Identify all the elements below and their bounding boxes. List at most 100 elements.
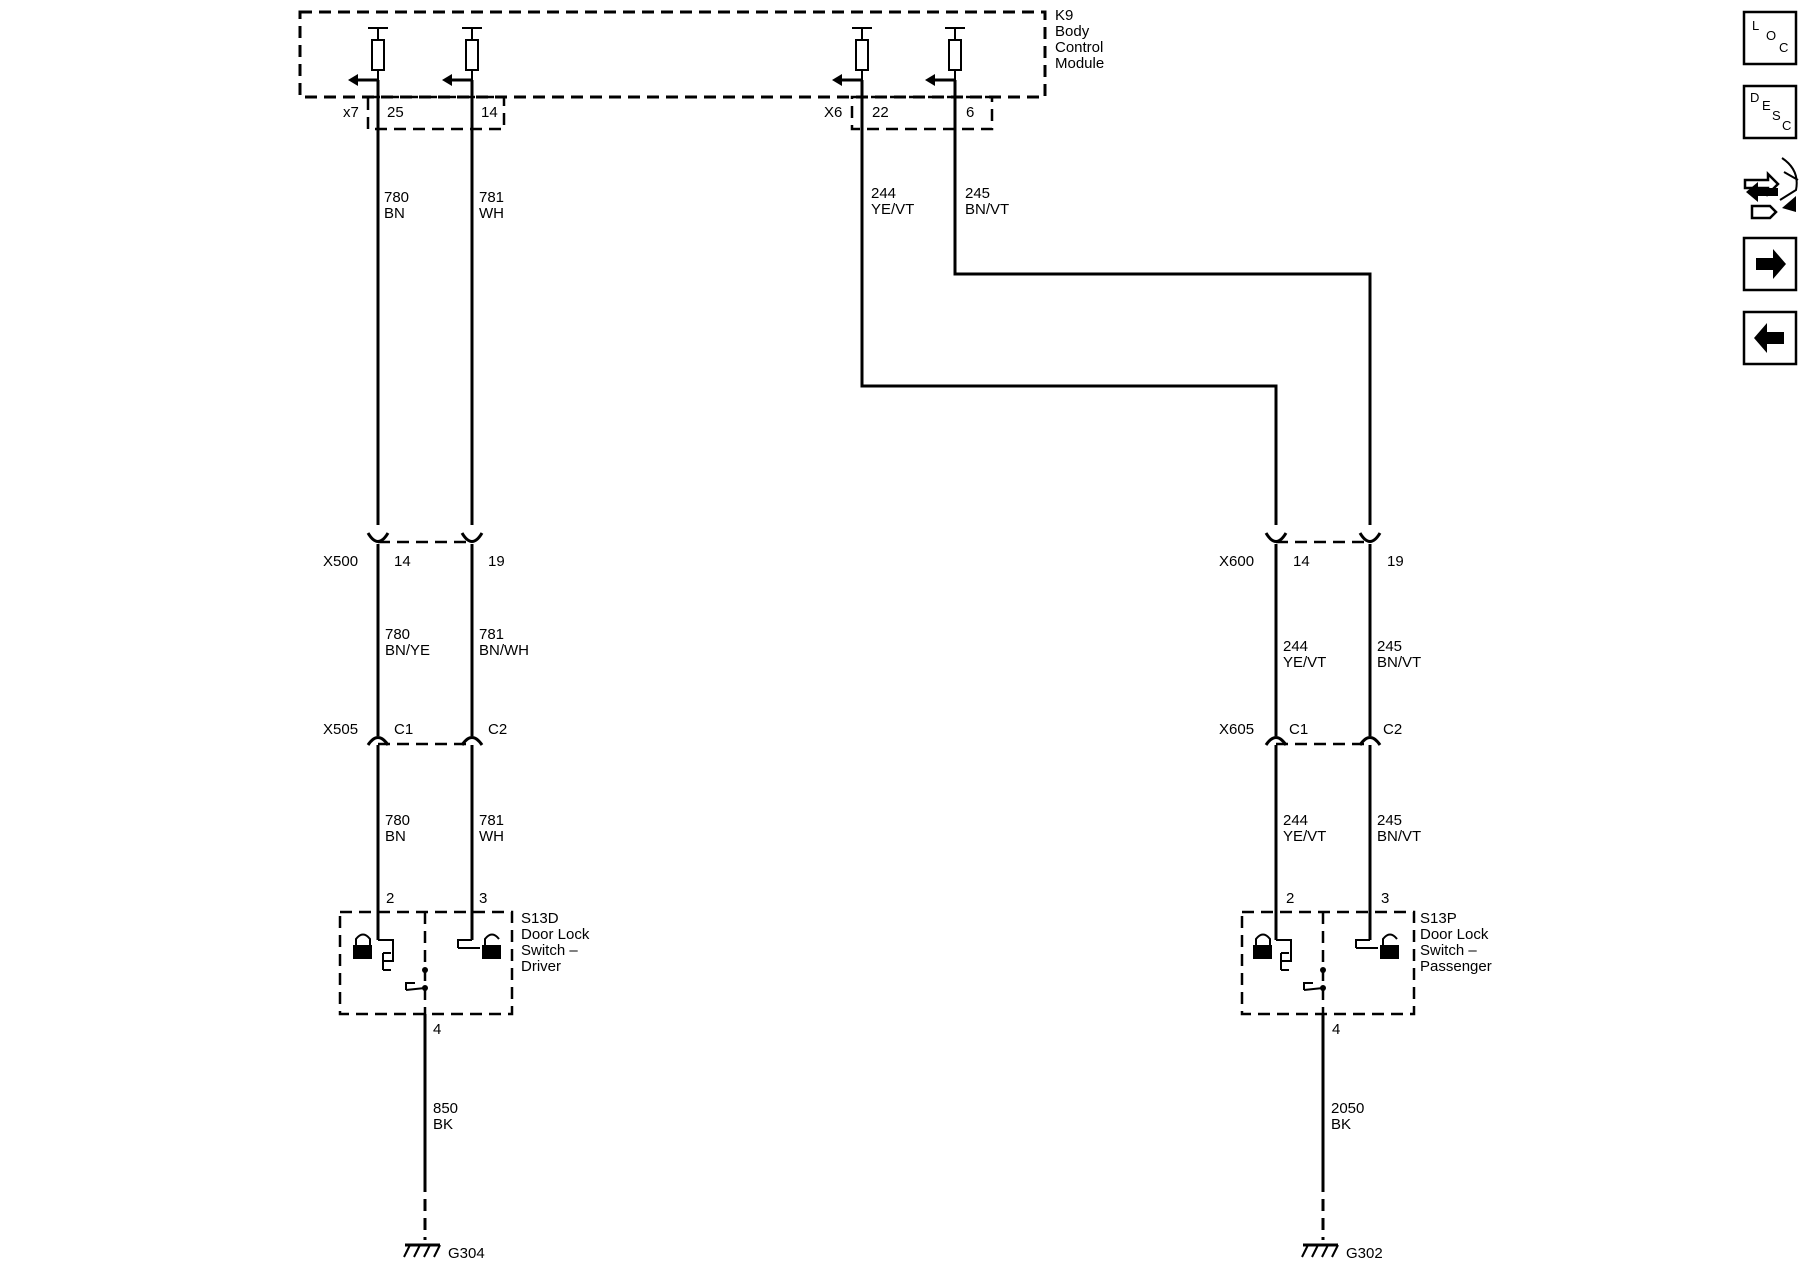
wire-780-mid-circuit: 780: [385, 626, 410, 643]
connector-x6-label: X6: [824, 104, 842, 121]
connector-x500-label: X500: [323, 553, 358, 570]
nav-toolbar: L O C D E S C: [1742, 10, 1799, 366]
fuse-pin-22: [832, 27, 872, 86]
module-label-line-4: Module: [1055, 55, 1104, 72]
ground-wires: 850 BK 2050 BK: [423, 1014, 1364, 1240]
connector-x7-label: x7: [343, 104, 359, 121]
loc-letter-o: O: [1766, 28, 1776, 43]
loc-letter-c: C: [1779, 40, 1788, 55]
ground-g302-label: G302: [1346, 1245, 1383, 1262]
wires-top: 780 BN 781 WH 244 YE/VT 245 BN/VT: [376, 80, 1372, 525]
wire-780-color: BN: [384, 205, 405, 222]
ground-g304: G304: [403, 1243, 485, 1262]
connector-x500-pin-19: 19: [488, 553, 505, 570]
switch-passenger-contact: [1280, 952, 1313, 990]
wire-780-mid-color: BN/YE: [385, 642, 430, 659]
description-button[interactable]: D E S C: [1742, 84, 1798, 140]
wires-low: 780 BN 781 WH 244 YE/VT 245 BN/VT: [376, 760, 1421, 940]
switch-driver-label-line-1: S13D: [521, 910, 559, 927]
switch-driver-label-line-3: Switch –: [521, 942, 578, 959]
wire-244-color: YE/VT: [871, 201, 914, 218]
lock-open-icon: [1356, 933, 1399, 959]
connector-x505-label: X505: [323, 721, 358, 738]
switch-passenger-label-line-4: Passenger: [1420, 958, 1492, 975]
wire-245-circuit: 245: [965, 185, 990, 202]
connector-x605-pin-c2: C2: [1383, 721, 1402, 738]
location-button[interactable]: L O C: [1742, 10, 1798, 66]
connector-x605-label: X605: [1219, 721, 1254, 738]
connector-x600-pin-14: 14: [1293, 553, 1310, 570]
wire-245-low-circuit: 245: [1377, 812, 1402, 829]
wire-244-low-color: YE/VT: [1283, 828, 1326, 845]
connector-x7-outline: [366, 95, 506, 131]
ground-g304-label: G304: [448, 1245, 485, 1262]
wire-245-low-color: BN/VT: [1377, 828, 1421, 845]
connector-x7-pin-25: 25: [387, 104, 404, 121]
switch-passenger-outline: [1240, 910, 1416, 1016]
desc-letter-e: E: [1762, 98, 1771, 113]
wire-245-color: BN/VT: [965, 201, 1009, 218]
connector-x6-pin-6: 6: [966, 104, 974, 121]
wire-780-low-color: BN: [385, 828, 406, 845]
wire-245-mid-circuit: 245: [1377, 638, 1402, 655]
switch-driver-contact: [382, 952, 415, 990]
wire-244-low-circuit: 244: [1283, 812, 1308, 829]
connector-x605: X605 C1 C2: [1219, 721, 1402, 760]
connector-x500-pin-14: 14: [394, 553, 411, 570]
switch-passenger-label-line-1: S13P: [1420, 910, 1457, 927]
module-label-line-1: K9: [1055, 7, 1073, 24]
switch-passenger-label-line-2: Door Lock: [1420, 926, 1489, 943]
switch-driver-label-line-4: Driver: [521, 958, 561, 975]
module-outline: [298, 10, 1047, 99]
ground-wire-2050-color: BK: [1331, 1116, 1351, 1133]
body-control-module: K9 Body Control Module x7 25 14 X6 22 6: [298, 7, 1104, 131]
wire-781-color: WH: [479, 205, 504, 222]
arrow-right-icon[interactable]: [1742, 236, 1798, 292]
connector-swap-icon[interactable]: [1743, 157, 1799, 220]
connector-x600-label: X600: [1219, 553, 1254, 570]
connector-x6-pin-22: 22: [872, 104, 889, 121]
ground-wire-850-color: BK: [433, 1116, 453, 1133]
ground-g302: G302: [1301, 1243, 1383, 1262]
switch-passenger-label-line-3: Switch –: [1420, 942, 1477, 959]
wire-781-mid-circuit: 781: [479, 626, 504, 643]
switch-driver-pin-4: 4: [433, 1021, 441, 1038]
module-label-line-3: Control: [1055, 39, 1103, 56]
switch-driver-label-line-2: Door Lock: [521, 926, 590, 943]
module-fuses: [348, 27, 965, 86]
lock-closed-icon: [353, 933, 372, 959]
desc-letter-s: S: [1772, 108, 1781, 123]
connector-x605-pin-c1: C1: [1289, 721, 1308, 738]
switch-driver-pin-3: 3: [479, 890, 487, 907]
fuse-pin-25: [348, 27, 388, 86]
switch-passenger-pin-2: 2: [1286, 890, 1294, 907]
ground-wire-850-circuit: 850: [433, 1100, 458, 1117]
wire-781-circuit: 781: [479, 189, 504, 206]
fuse-pin-14: [442, 27, 482, 86]
connector-x600: X600 14 19: [1219, 532, 1404, 570]
connector-x7-pin-14: 14: [481, 104, 498, 121]
connector-x600-pin-19: 19: [1387, 553, 1404, 570]
desc-letter-d: D: [1750, 90, 1759, 105]
switch-driver-pin-2: 2: [386, 890, 394, 907]
wire-244-circuit: 244: [871, 185, 896, 202]
connector-x500: X500 14 19: [323, 532, 505, 570]
switch-passenger-pin-4: 4: [1332, 1021, 1340, 1038]
arrow-left-icon[interactable]: [1742, 310, 1798, 366]
wire-781-low-circuit: 781: [479, 812, 504, 829]
wire-780-low-circuit: 780: [385, 812, 410, 829]
connector-x505-pin-c1: C1: [394, 721, 413, 738]
lock-open-icon: [458, 933, 501, 959]
module-label-line-2: Body: [1055, 23, 1090, 40]
wire-780-circuit: 780: [384, 189, 409, 206]
lock-closed-icon: [1253, 933, 1272, 959]
desc-letter-c: C: [1782, 118, 1791, 133]
switch-passenger-pin-3: 3: [1381, 890, 1389, 907]
wire-781-low-color: WH: [479, 828, 504, 845]
fuse-pin-6: [925, 27, 965, 86]
loc-letter-l: L: [1752, 18, 1759, 33]
connector-x6-outline: [850, 95, 994, 131]
door-lock-switch-driver: 2 3 S13D Door Lock Switch – Driver 4: [338, 890, 590, 1038]
connector-x505-pin-c2: C2: [488, 721, 507, 738]
